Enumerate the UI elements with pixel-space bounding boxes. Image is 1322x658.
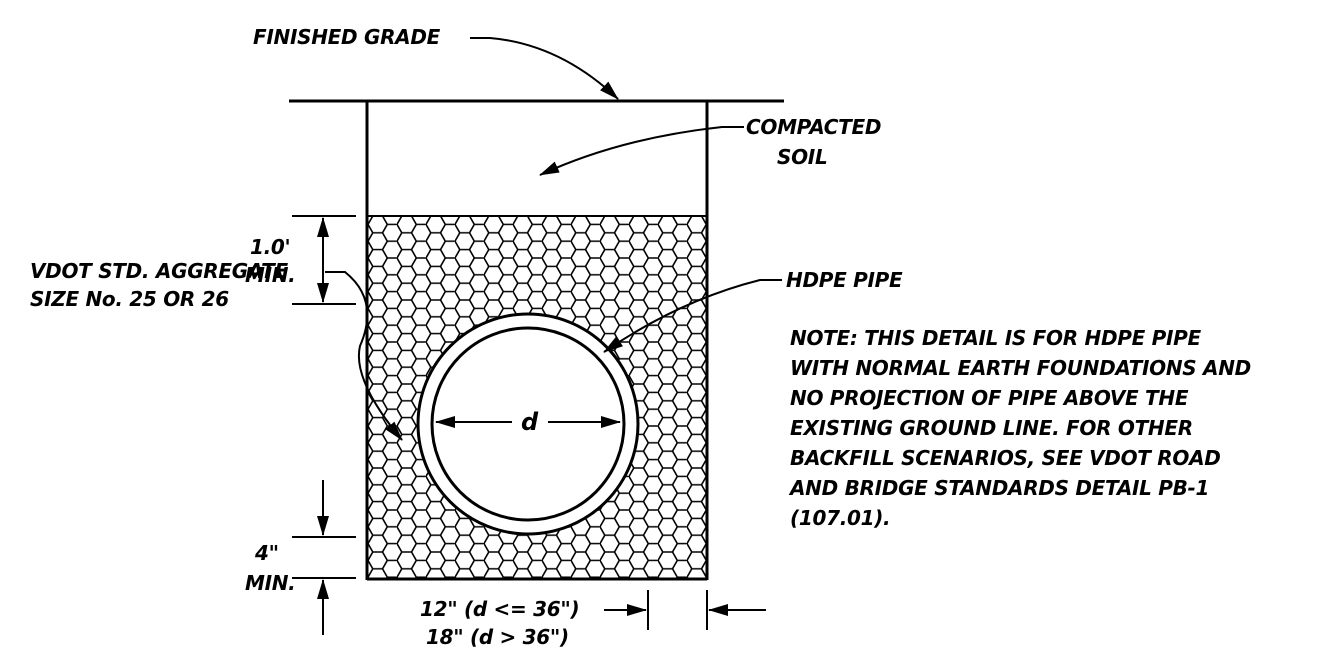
- min-bottom-label: MIN.: [245, 571, 295, 595]
- note-line: (107.01).: [790, 506, 890, 530]
- aggregate-leader: [325, 271, 403, 441]
- hdpe-pipe: [416, 312, 640, 536]
- diameter-label: d: [521, 408, 539, 436]
- top-cover-dimension: [292, 215, 356, 305]
- min-top-label: MIN.: [245, 263, 295, 287]
- side-clearance-dimension: [604, 590, 766, 630]
- four-inch-label: 4": [254, 541, 279, 565]
- note-line: BACKFILL SCENARIOS, SEE VDOT ROAD: [790, 446, 1221, 470]
- aggregate-label-line2: SIZE No. 25 OR 26: [30, 287, 229, 311]
- finished-grade-label: FINISHED GRADE: [253, 25, 441, 49]
- hdpe-pipe-leader: [603, 279, 782, 353]
- note-block: NOTE: THIS DETAIL IS FOR HDPE PIPE WITH …: [788, 326, 1251, 530]
- one-foot-label: 1.0': [250, 235, 290, 259]
- compacted-soil-leader: [539, 126, 744, 176]
- note-line: NO PROJECTION OF PIPE ABOVE THE: [790, 386, 1189, 410]
- soil-label: SOIL: [777, 145, 827, 169]
- bedding-dimension: [292, 480, 356, 635]
- note-line: AND BRIDGE STANDARDS DETAIL PB-1: [788, 476, 1209, 500]
- note-line: NOTE: THIS DETAIL IS FOR HDPE PIPE: [790, 326, 1201, 350]
- note-line: EXISTING GROUND LINE. FOR OTHER: [790, 416, 1193, 440]
- compacted-label: COMPACTED: [746, 115, 881, 139]
- note-line: WITH NORMAL EARTH FOUNDATIONS AND: [790, 356, 1251, 380]
- width-label-line2: 18" (d > 36"): [426, 625, 569, 649]
- aggregate-label-line1: VDOT STD. AGGREGATE: [30, 259, 288, 283]
- hdpe-pipe-label: HDPE PIPE: [786, 268, 903, 292]
- width-label-line1: 12" (d <= 36"): [420, 597, 579, 621]
- finished-grade-leader: [470, 37, 619, 100]
